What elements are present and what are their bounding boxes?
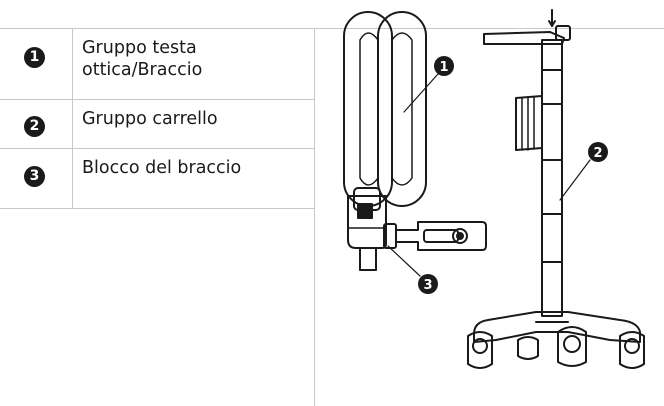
legend-row: 3 Blocco del braccio <box>0 149 314 209</box>
legend-number-cell: 2 <box>0 100 73 148</box>
figure-callout-1: 1 <box>434 56 454 76</box>
cart-base <box>467 311 645 369</box>
cart-pole <box>483 9 571 317</box>
figure-callout-2: 2 <box>588 142 608 162</box>
callout-badge-3: 3 <box>24 166 45 187</box>
cart-wheel <box>517 336 539 360</box>
optical-head <box>347 187 387 271</box>
leader-line-2 <box>559 159 591 201</box>
cart-wheel <box>467 331 493 369</box>
leader-line-3 <box>387 245 421 277</box>
top-rule <box>0 28 664 29</box>
cart-wheel <box>557 326 587 367</box>
legend-table: 1 Gruppo testa ottica/Braccio 2 Gruppo c… <box>0 28 314 209</box>
optical-head-arm <box>343 11 427 207</box>
legend-number-cell: 3 <box>0 149 73 208</box>
figure-callout-2-text: 2 <box>593 146 602 161</box>
column-divider <box>314 28 315 406</box>
legend-row: 1 Gruppo testa ottica/Braccio <box>0 28 314 100</box>
callout-badge-1: 1 <box>24 47 45 68</box>
callout-badge-2: 2 <box>24 116 45 137</box>
arm-lock <box>383 221 487 251</box>
legend-label: Blocco del braccio <box>82 158 242 178</box>
legend-label: Gruppo testa ottica/Braccio <box>82 38 203 80</box>
cart-wheel <box>619 331 645 369</box>
figure-callout-3: 3 <box>418 274 438 294</box>
leader-line-1 <box>403 73 439 113</box>
legend-row: 2 Gruppo carrello <box>0 100 314 149</box>
figure-callout-3-text: 3 <box>423 278 432 293</box>
figure-callout-1-text: 1 <box>439 60 448 75</box>
legend-label: Gruppo carrello <box>82 109 218 129</box>
legend-number-cell: 1 <box>0 29 73 99</box>
device-illustration: 1 2 3 <box>343 9 645 369</box>
